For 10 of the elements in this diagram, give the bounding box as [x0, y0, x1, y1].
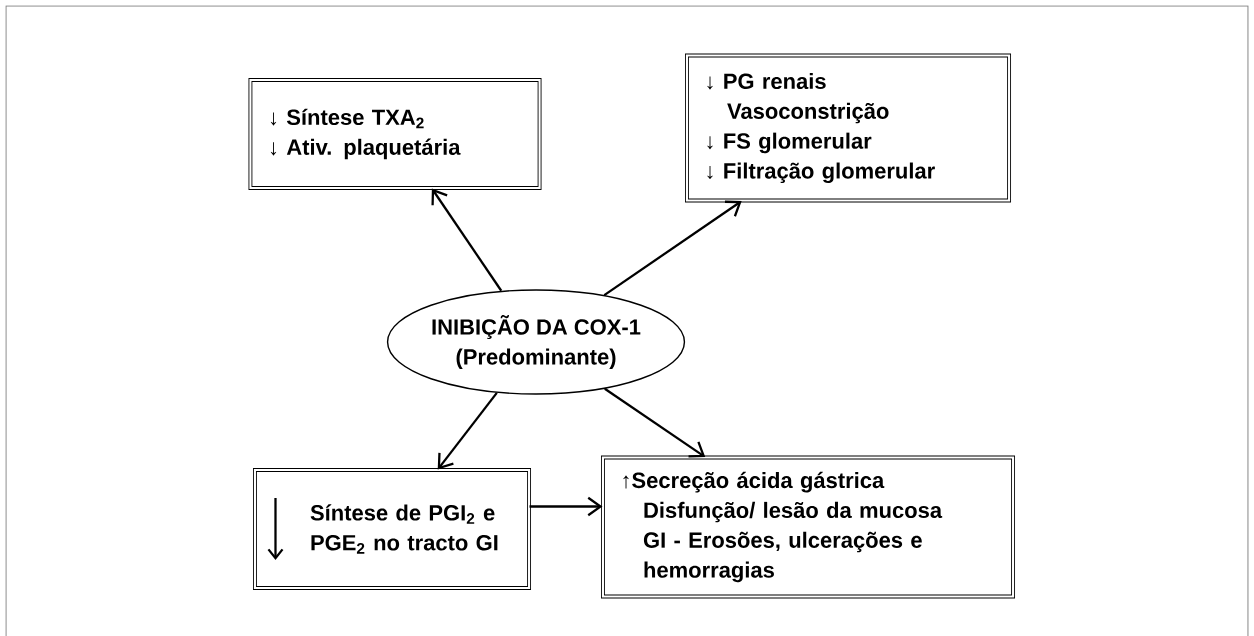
text-box: ↑Secreção ácida gástrica Disfunção/ lesão da mucosa GI - Erosões, ulcerações e hemorragias — [601, 455, 1015, 599]
arrow — [604, 387, 706, 458]
text-box: ↓ PG renais Vasoconstrição ↓ FS glomerular ↓ Filtração glomerular — [685, 53, 1012, 203]
arrow — [529, 496, 603, 517]
arrow — [431, 188, 503, 292]
arrow — [437, 392, 498, 470]
arrow — [603, 200, 742, 297]
oval: INIBIÇÃO DA COX-1 (Predominante) — [386, 289, 686, 395]
text-box: Síntese de PGI$_{2}$ e PGE$_{2}$ no tracto GI — [253, 468, 531, 590]
text-box: ↓ Síntese TXA$_{2}$ ↓ Ativ. plaquetária — [248, 78, 542, 190]
